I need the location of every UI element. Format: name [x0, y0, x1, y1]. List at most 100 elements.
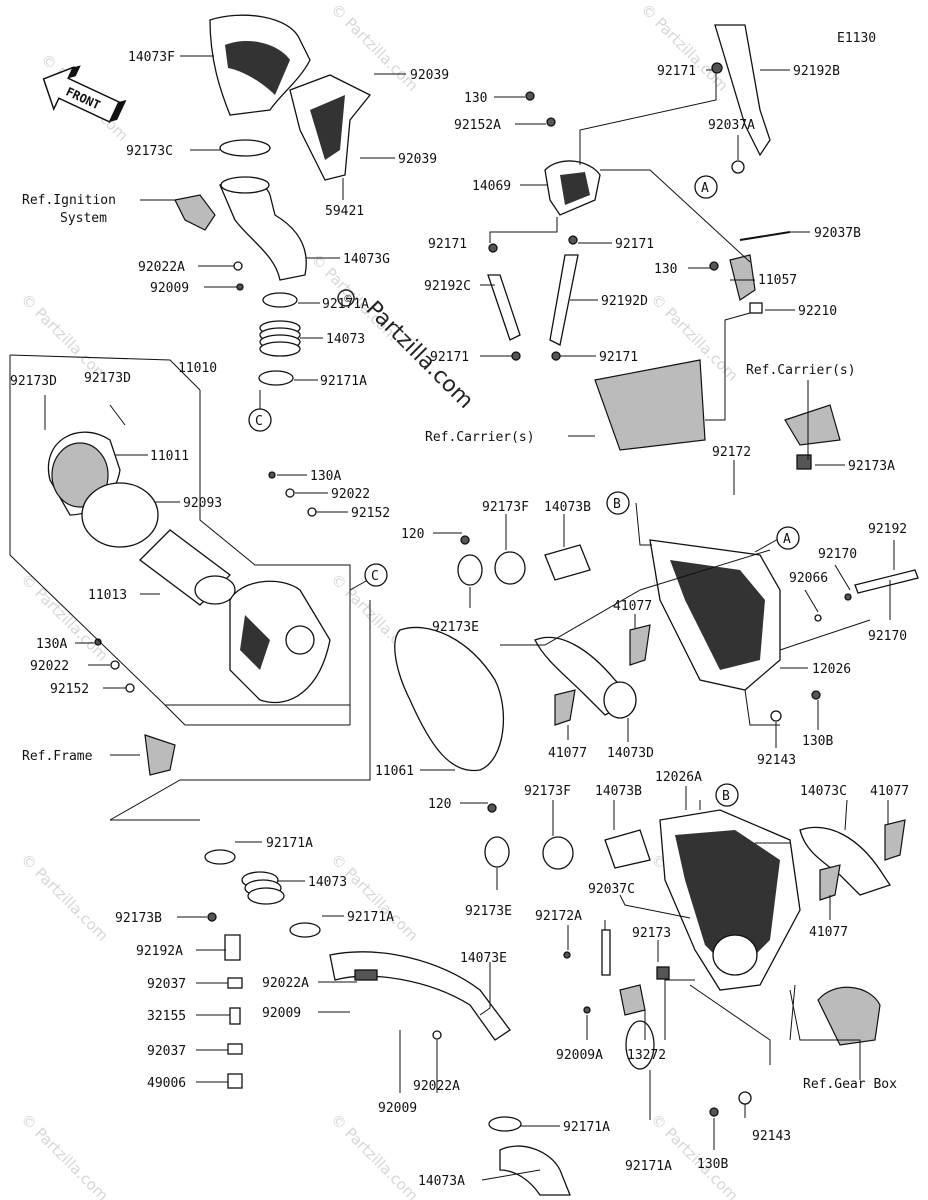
- part-label: 120: [401, 527, 424, 542]
- part-label: 92173F: [524, 784, 571, 799]
- part-label: 130B: [802, 734, 833, 749]
- watermark: © Partzilla.com: [647, 1110, 742, 1200]
- part-label: 92152: [351, 506, 390, 521]
- callouts: C C A B A B: [248, 175, 800, 807]
- callout-b: B: [722, 789, 730, 804]
- part-label: 92152: [50, 682, 89, 697]
- clamp-92171a-3: [204, 849, 236, 865]
- part-label: 14073B: [544, 500, 591, 515]
- part-label: Ref.Carrier(s): [746, 363, 856, 378]
- part-label: 92173E: [432, 620, 479, 635]
- bellows-14073b-2: [604, 829, 651, 869]
- part-label: 92143: [757, 753, 796, 768]
- part-label: 92170: [868, 629, 907, 644]
- part-label: 92037: [147, 977, 186, 992]
- part-label: 92172: [712, 445, 751, 460]
- clamp-92171a: [262, 292, 298, 308]
- part-label: 92173D: [84, 371, 131, 386]
- part-label: 92192: [868, 522, 907, 537]
- hose-92192b: [714, 24, 771, 157]
- part-label: 92037C: [588, 882, 635, 897]
- front-arrow: FRONT: [42, 65, 127, 123]
- part-label: 14073D: [607, 746, 654, 761]
- callout-c: C: [371, 569, 379, 584]
- part-label: 41077: [809, 925, 848, 940]
- part-label: 92022A: [413, 1079, 460, 1094]
- part-label: 32155: [147, 1009, 186, 1024]
- part-label: 92171A: [563, 1120, 610, 1135]
- clamp-92173e: [457, 554, 483, 586]
- clamp-92173e-2: [484, 836, 510, 868]
- carrier-ref-2: [784, 404, 841, 446]
- part-label: 92009: [378, 1101, 417, 1116]
- watermark: © Partzilla.com: [327, 850, 422, 945]
- part-label: 92192A: [136, 944, 183, 959]
- part-label: 14073A: [418, 1174, 465, 1189]
- part-label: 92172A: [535, 909, 582, 924]
- part-label: 92173B: [115, 911, 162, 926]
- part-label: 11010: [178, 361, 217, 376]
- part-label: 92037B: [814, 226, 861, 241]
- part-label: 92173: [632, 926, 671, 941]
- part-label: 92210: [798, 304, 837, 319]
- part-label: 130A: [36, 637, 67, 652]
- part-label: 92171: [657, 64, 696, 79]
- part-label: 92022: [30, 659, 69, 674]
- part-label: 92171A: [347, 910, 394, 925]
- hose-92192c: [487, 274, 521, 341]
- part-label: 92192D: [601, 294, 648, 309]
- part-label: 92022A: [262, 976, 309, 991]
- part-label: 92192C: [424, 279, 471, 294]
- part-label: 92009: [262, 1006, 301, 1021]
- part-label: 14073E: [460, 951, 507, 966]
- part-labels: E1130 14073F 92039 92173C 92039 59421 Re…: [10, 31, 909, 1189]
- part-label: 130A: [310, 469, 341, 484]
- svg-text:©: ©: [343, 294, 353, 305]
- part-label: 92037A: [708, 118, 755, 133]
- part-label: 92143: [752, 1129, 791, 1144]
- ignition-bracket: [174, 194, 216, 231]
- part-label: 11013: [88, 588, 127, 603]
- part-label: 92066: [789, 571, 828, 586]
- part-label: 12026: [812, 662, 851, 677]
- part-label: 92173E: [465, 904, 512, 919]
- part-label: 92170: [818, 547, 857, 562]
- parts-layer: [47, 14, 919, 1196]
- part-label: 13272: [627, 1048, 666, 1063]
- gearbox-ref: [817, 986, 881, 1046]
- clamp-92173f: [494, 551, 526, 585]
- part-label: 92039: [398, 152, 437, 167]
- clamp-92171a-4: [289, 922, 321, 938]
- part-label: Ref.Frame: [22, 749, 93, 764]
- carrier-ref: [594, 359, 706, 451]
- clamp-92171a-5: [488, 1116, 522, 1132]
- part-label: 92173F: [482, 500, 529, 515]
- ring-92171a: [625, 1020, 655, 1070]
- watermark: © Partzilla.com: [17, 1110, 112, 1200]
- bellows-14073: [259, 320, 301, 357]
- part-label: 14073B: [595, 784, 642, 799]
- bracket-11057: [729, 254, 756, 301]
- part-label: 12026A: [655, 770, 702, 785]
- part-label: 92173C: [126, 144, 173, 159]
- part-label: 11057: [758, 273, 797, 288]
- part-label: 92093: [183, 496, 222, 511]
- leader-lines: [9, 55, 895, 1181]
- hose-92192a: [224, 934, 241, 961]
- bolt-92009: [236, 283, 244, 291]
- part-label: 41077: [870, 784, 909, 799]
- part-label: 14073G: [343, 252, 390, 267]
- rod-92192: [854, 569, 919, 594]
- bellows-14073b: [544, 544, 591, 581]
- part-label: 120: [428, 797, 451, 812]
- part-label: 92171A: [320, 374, 367, 389]
- part-label: 14069: [472, 179, 511, 194]
- part-label: 49006: [147, 1076, 186, 1091]
- part-label: 92171A: [266, 836, 313, 851]
- part-label: Ref.Ignition: [22, 193, 116, 208]
- part-label: 92171: [615, 237, 654, 252]
- hose-92192d: [549, 254, 579, 346]
- clamp-92171a-2: [258, 370, 294, 386]
